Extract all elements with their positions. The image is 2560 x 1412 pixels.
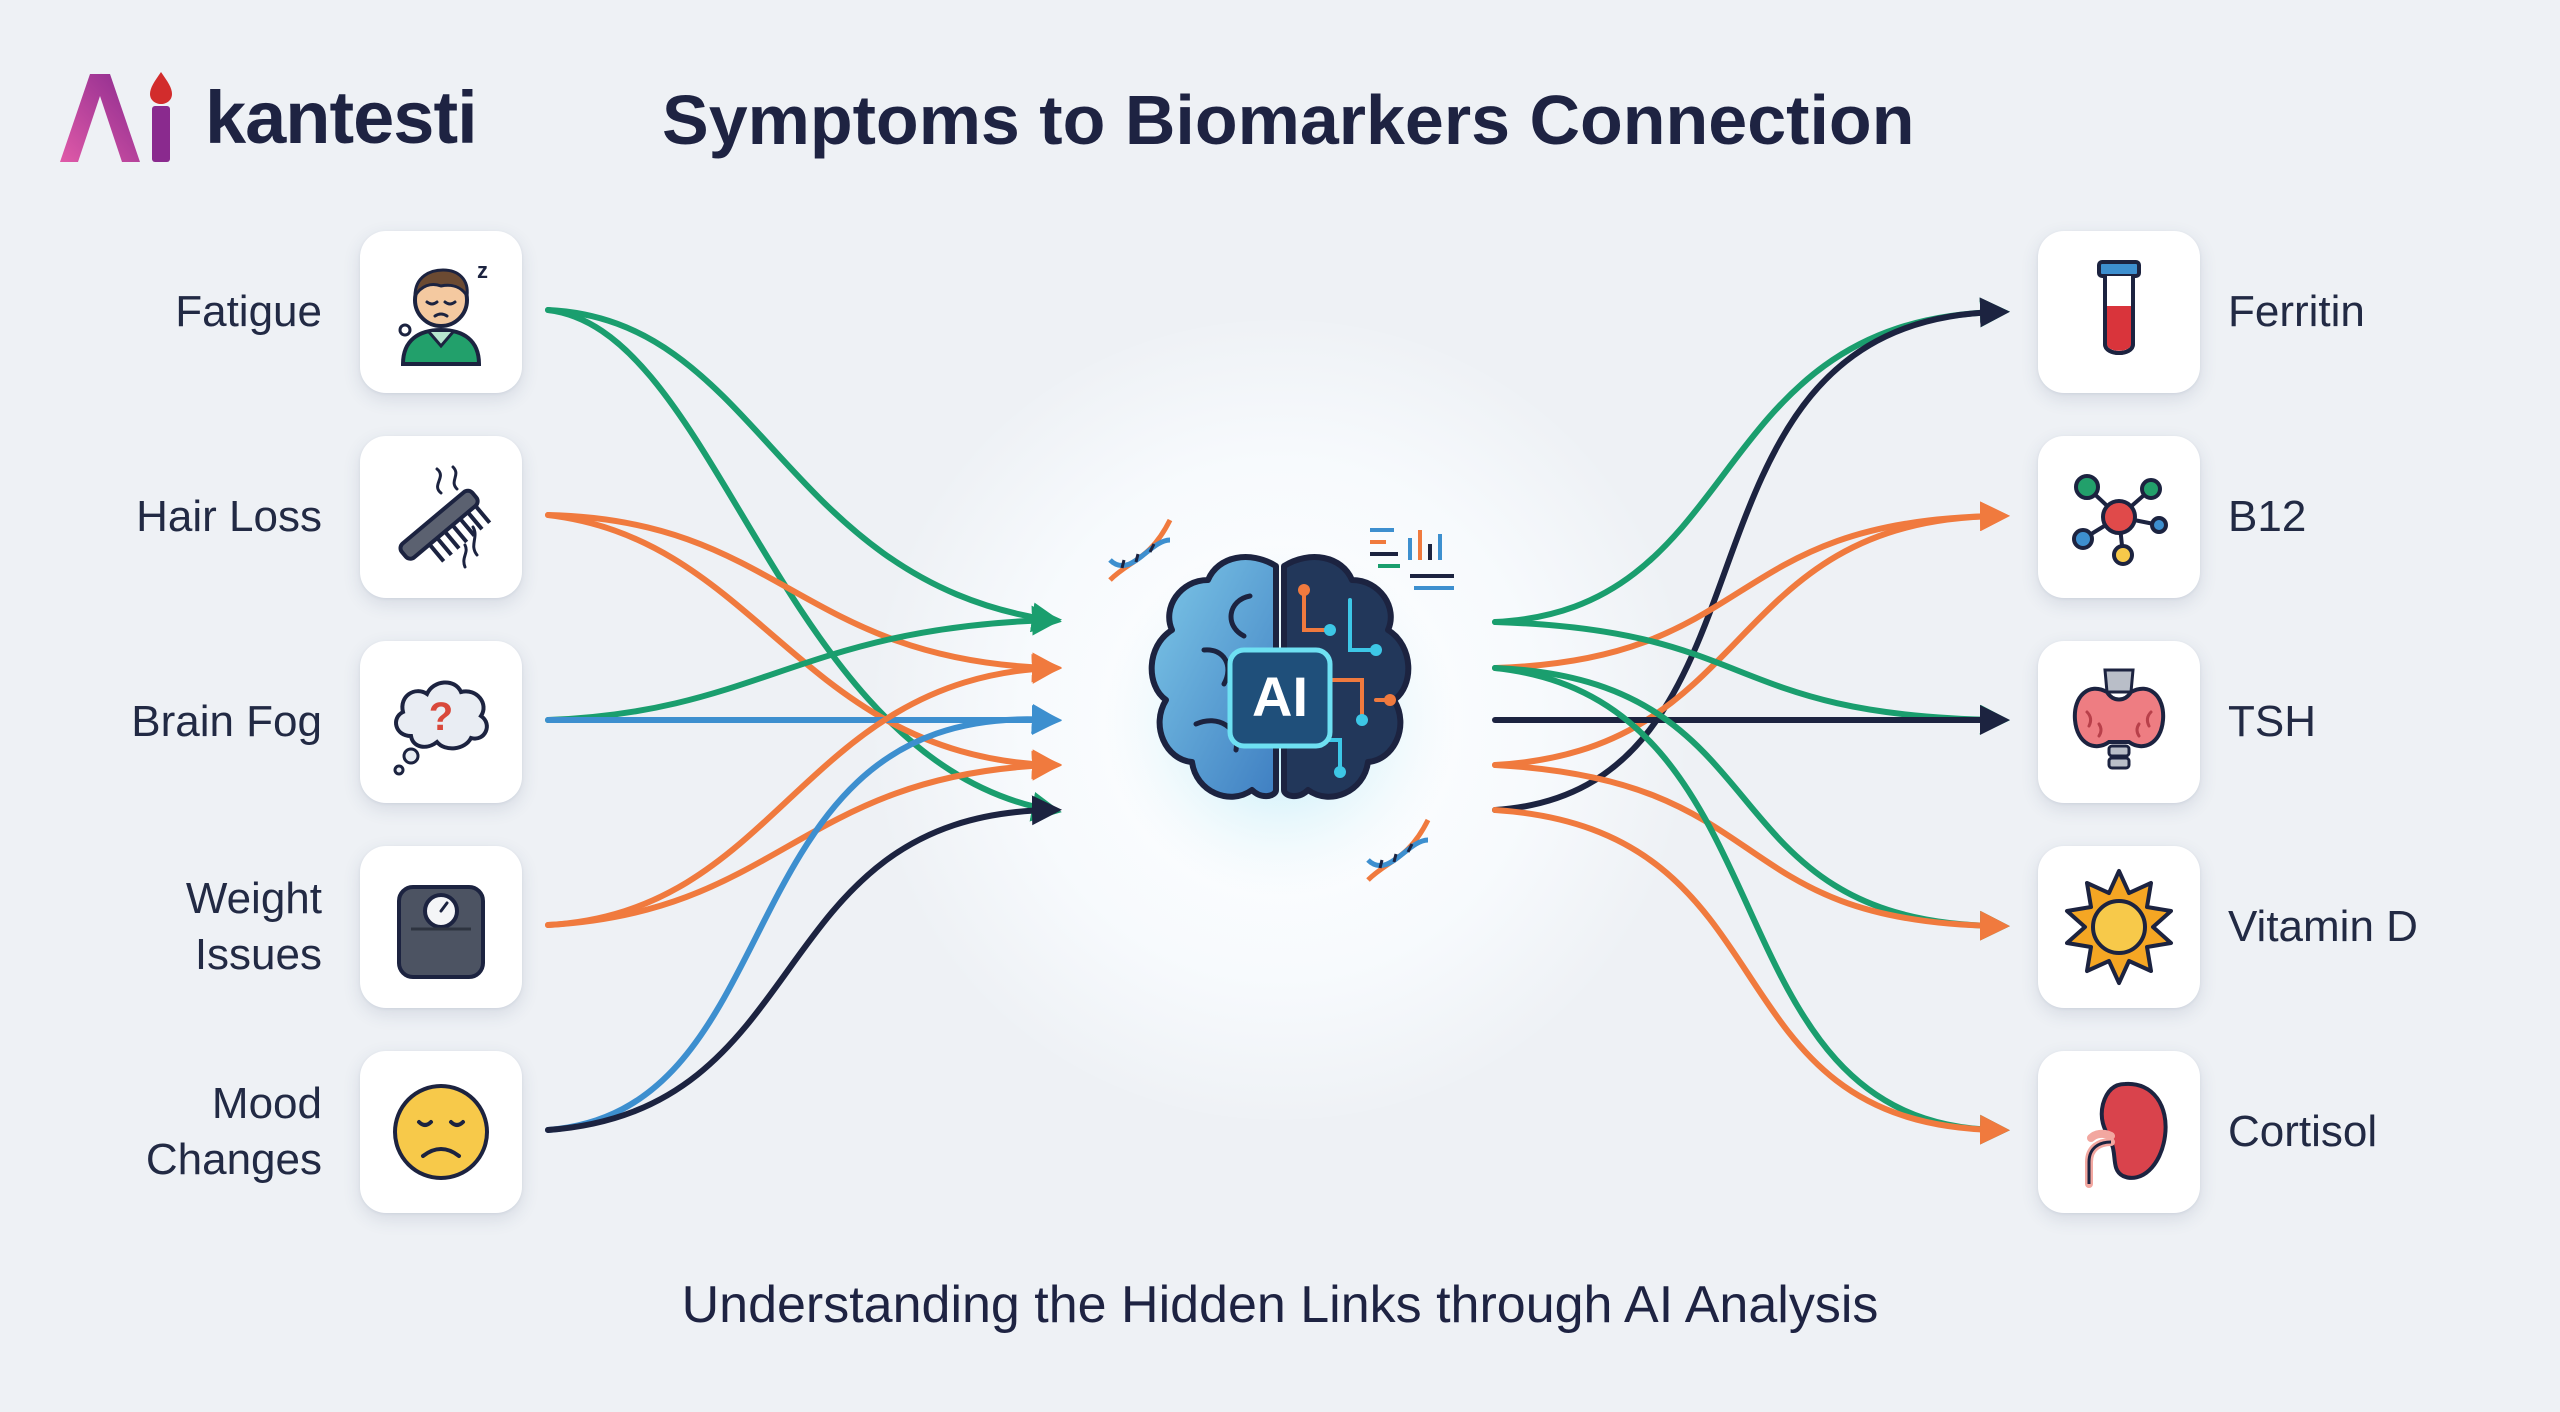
link-weight-1 (545, 653, 1062, 928)
biomarker-label-vitamin-d: Vitamin D (2228, 902, 2418, 951)
link-ferritin-2 (1492, 297, 2010, 813)
symptom-card-hair-loss (360, 436, 522, 598)
link-vitamind-1 (1492, 665, 2010, 941)
data-bars-icon (1370, 528, 1454, 590)
symptom-card-brain-fog: ? (360, 641, 522, 803)
biomarker-card-cortisol (2038, 1051, 2200, 1213)
link-weight-2 (545, 750, 1062, 928)
link-tsh-1 (1492, 619, 2010, 735)
symptom-card-weight-issues (360, 846, 522, 1008)
ai-brain: AI (1100, 500, 1460, 900)
link-hairloss-2 (545, 512, 1062, 780)
link-cortisol-2 (1492, 807, 2010, 1145)
thyroid-icon (2072, 668, 2166, 770)
scale-icon (397, 885, 485, 979)
link-brainfog-1 (545, 605, 1062, 723)
page-title: Symptoms to Biomarkers Connection (662, 81, 1915, 159)
page-subtitle: Understanding the Hidden Links through A… (681, 1276, 1879, 1334)
link-hairloss-1 (545, 512, 1062, 683)
svg-text:?: ? (429, 695, 453, 739)
dna-icon (1108, 518, 1173, 582)
brand-logo-icon (60, 72, 172, 162)
symptom-card-fatigue: z (360, 231, 522, 393)
symptom-label-hair-loss: Hair Loss (136, 492, 322, 541)
biomarker-card-ferritin (2038, 231, 2200, 393)
biomarker-card-b12 (2038, 436, 2200, 598)
link-fatigue-2 (545, 307, 1062, 822)
test-tube-icon (2097, 260, 2141, 355)
biomarker-label-ferritin: Ferritin (2228, 287, 2365, 336)
sun-icon (2065, 869, 2173, 985)
molecule-icon (2072, 474, 2168, 566)
symptom-card-mood-changes (360, 1051, 522, 1213)
biomarker-card-tsh (2038, 641, 2200, 803)
comb-icon (398, 465, 492, 569)
ai-chip-label: AI (1252, 665, 1308, 728)
biomarker-label-cortisol: Cortisol (2228, 1107, 2378, 1156)
biomarker-label-b12: B12 (2228, 492, 2307, 541)
link-vitamind-2 (1492, 762, 2010, 941)
tired-person-icon: z (398, 258, 488, 366)
link-cortisol-1 (1492, 665, 2010, 1145)
symptom-label-fatigue: Fatigue (175, 287, 322, 336)
link-ferritin-1 (1492, 297, 2010, 625)
brand-name: kantesti (205, 76, 478, 159)
symptom-label-brain-fog: Brain Fog (131, 697, 322, 746)
kidney-icon (2085, 1081, 2168, 1188)
link-mood-1 (545, 703, 1062, 1133)
biomarker-card-vitamin-d (2038, 846, 2200, 1008)
link-b12-2 (1492, 501, 2010, 768)
link-fatigue-1 (545, 307, 1062, 633)
link-b12-1 (1492, 501, 2010, 671)
thought-cloud-icon: ? (393, 680, 489, 776)
sad-face-icon (393, 1084, 489, 1180)
biomarker-label-tsh: TSH (2228, 697, 2316, 746)
link-mood-2 (545, 795, 1062, 1133)
dna-icon-2 (1366, 818, 1431, 882)
svg-text:z: z (477, 258, 488, 283)
